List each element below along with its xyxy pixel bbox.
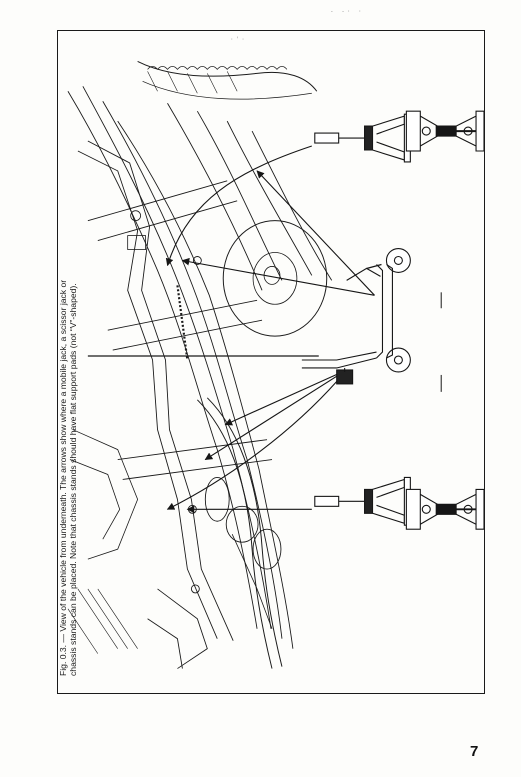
scissor-jack xyxy=(405,488,484,530)
figure-caption-label: Fig. 0.3. — xyxy=(58,633,68,676)
mobile-jack xyxy=(301,247,411,385)
scan-speck: ·'· xyxy=(230,36,247,43)
scissor-jack xyxy=(405,110,484,152)
vehicle-underside-drawing xyxy=(67,60,333,669)
figure-caption-text: View of the vehicle from underneath. The… xyxy=(58,279,79,676)
figure-frame xyxy=(57,30,485,694)
page-number: 7 xyxy=(470,743,479,760)
chassis-stand xyxy=(314,476,411,526)
jacking-point-arrows xyxy=(165,145,375,514)
figure-caption: Fig. 0.3. — View of the vehicle from und… xyxy=(58,256,79,676)
underside-illustration xyxy=(67,60,484,669)
chassis-stand xyxy=(314,113,411,163)
scan-speck: - -· · xyxy=(330,8,364,15)
